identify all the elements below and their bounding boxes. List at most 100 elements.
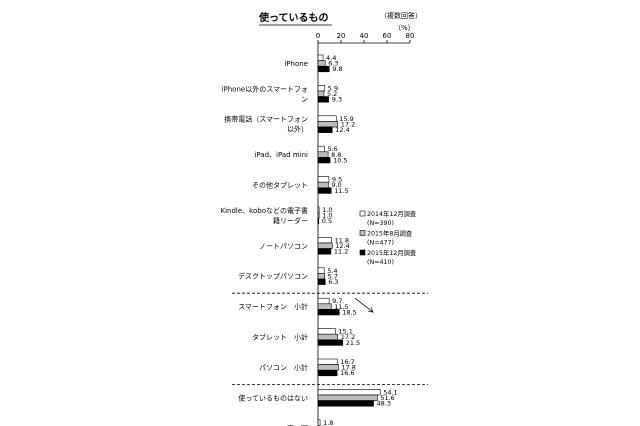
legend: 2014年12月調査(N=390)2015年8月調査(N=477)2015年12…	[354, 209, 417, 313]
data-label: 21.5	[346, 339, 360, 347]
data-label: 8.8	[331, 151, 341, 159]
data-label: 1.0	[322, 206, 332, 214]
category-label: ノートパソコン	[259, 242, 308, 250]
legend-swatch	[359, 230, 366, 236]
x-tick-label: 0	[316, 32, 320, 40]
bar	[317, 400, 374, 407]
bar	[317, 157, 331, 164]
category-label: タブレット 小計	[252, 333, 308, 342]
bar	[317, 419, 321, 426]
bar	[317, 369, 338, 377]
bar	[317, 278, 326, 285]
group-separators	[232, 292, 428, 385]
bar	[317, 242, 333, 249]
bar	[317, 333, 339, 341]
legend-swatch	[359, 210, 366, 217]
data-label: 10.5	[333, 156, 347, 164]
data-label: 4.4	[326, 54, 336, 62]
chart-title: 使っているもの	[258, 11, 329, 24]
bar	[317, 206, 320, 213]
bar	[317, 60, 326, 67]
bar	[317, 267, 325, 274]
data-label: 16.7	[340, 358, 354, 366]
bar	[317, 65, 330, 73]
data-label: 9.7	[332, 297, 342, 305]
bar-marks	[317, 54, 381, 426]
legend-series-name: 2015年8月調査	[367, 229, 413, 238]
bar	[317, 364, 339, 371]
x-tick-label: 40	[360, 32, 369, 40]
data-label: 11.5	[334, 303, 348, 311]
data-label: 12.4	[335, 242, 349, 250]
bar	[317, 217, 320, 225]
bar	[317, 389, 381, 396]
bar	[317, 145, 325, 153]
bar	[317, 181, 329, 189]
x-tick-label: 80	[406, 32, 415, 40]
bar	[317, 309, 340, 316]
data-label: 1.7	[323, 424, 333, 426]
category-label: iPhone	[284, 60, 308, 68]
bar	[317, 212, 320, 219]
category-label: 以外）	[287, 125, 308, 134]
data-label: 5.2	[327, 90, 337, 98]
data-label: 15.1	[338, 328, 352, 336]
legend-series-n: (N=477)	[367, 240, 394, 247]
legend-series-name: 2014年12月調査	[367, 209, 417, 218]
category-label: iPad、iPad mini	[254, 151, 308, 159]
data-label: 17.2	[341, 333, 355, 341]
data-label: 1.8	[323, 419, 333, 426]
bar	[317, 297, 330, 305]
data-label: 6.3	[328, 60, 338, 68]
data-label: 5.6	[327, 145, 337, 153]
data-label: 48.3	[377, 400, 391, 408]
bar	[317, 126, 333, 133]
bar	[317, 328, 336, 335]
bar	[317, 187, 332, 194]
category-label: Kindle、koboなどの電子書	[221, 206, 308, 215]
legend-series-n: (N=410)	[367, 259, 394, 266]
category-label: パソコン 小計	[259, 363, 308, 372]
bar	[317, 237, 332, 244]
x-tick-label: 60	[383, 32, 392, 40]
data-label: 17.8	[341, 364, 355, 372]
bar	[317, 394, 378, 401]
legend-arrow-head	[367, 307, 374, 313]
data-label: 15.9	[339, 115, 353, 123]
data-label: 11.8	[335, 236, 349, 244]
category-label: その他タブレット	[252, 181, 308, 190]
data-label: 9.0	[331, 181, 341, 189]
data-label: 9.8	[332, 65, 342, 73]
bar	[317, 358, 338, 365]
x-tick-label: 20	[337, 32, 346, 40]
category-label: iPhone以外のスマートフォ	[222, 84, 308, 93]
bar	[317, 115, 337, 122]
category-label: 使っているものはない	[238, 393, 308, 402]
bar	[317, 248, 332, 255]
data-label: 16.6	[340, 369, 354, 377]
category-label: ン	[301, 95, 308, 103]
value-labels: 4.46.39.85.95.29.315.917.212.45.68.810.5…	[322, 54, 398, 426]
data-label: 0.5	[322, 217, 332, 225]
bar	[317, 303, 332, 310]
bar	[317, 176, 330, 183]
bar	[317, 96, 329, 103]
category-label: スマートフォン 小計	[238, 302, 308, 311]
data-label: 54.1	[383, 388, 397, 396]
data-label: 9.3	[332, 96, 342, 104]
category-label: 携帯電話（スマートフォン	[224, 115, 308, 124]
legend-arrow	[354, 297, 374, 313]
data-label: 5.4	[327, 267, 337, 275]
unit-note-percent: （%）	[394, 24, 415, 32]
data-label: 6.3	[328, 278, 338, 286]
data-label: 9.5	[332, 176, 342, 184]
bar	[317, 54, 324, 61]
category-label: デスクトップパソコン	[238, 272, 308, 281]
data-label: 18.5	[342, 308, 356, 316]
legend-series-name: 2015年12月調査	[367, 248, 417, 257]
bar	[317, 85, 326, 92]
data-label: 5.7	[328, 272, 338, 280]
data-label: 51.6	[380, 394, 394, 402]
